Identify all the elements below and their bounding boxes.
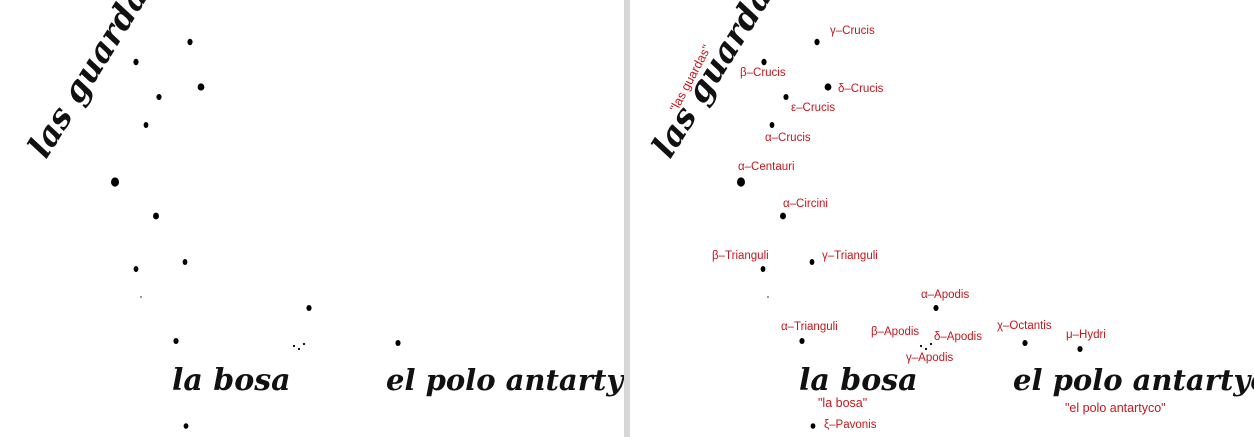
label-gamma-trianguli: γ–Trianguli <box>822 250 878 262</box>
star <box>133 266 139 272</box>
right-annotated-panel: las guardas la bosa el polo antartyco γ–… <box>630 0 1254 437</box>
left-star-map: las guardas la bosa el polo antartyco <box>20 0 624 429</box>
star <box>297 347 301 351</box>
script-el-polo-antartyco: el polo antartyco <box>1013 363 1254 397</box>
star <box>1077 346 1083 352</box>
star <box>929 342 933 346</box>
star <box>153 212 159 220</box>
star <box>187 38 193 46</box>
label-mu-hydri: μ–Hydri <box>1066 329 1106 341</box>
script-las-guardas: las guardas <box>20 0 166 164</box>
label-alpha-circini: α–Circini <box>783 198 828 210</box>
star <box>156 94 162 100</box>
panel-divider <box>624 0 630 437</box>
left-stars <box>111 38 401 429</box>
star <box>824 83 832 91</box>
star <box>183 423 189 429</box>
label-delta-crucis: δ–Crucis <box>838 83 884 95</box>
script-la-bosa: la bosa <box>799 363 918 398</box>
star <box>760 266 766 272</box>
label-gamma-apodis: γ–Apodis <box>906 352 954 364</box>
star <box>769 122 775 128</box>
label-alpha-apodis: α–Apodis <box>921 289 970 301</box>
star <box>302 342 306 346</box>
label-beta-crucis: β–Crucis <box>740 67 786 79</box>
label-xi-pavonis: ξ–Pavonis <box>824 419 877 431</box>
star <box>173 338 179 344</box>
label-alpha-centauri: α–Centauri <box>738 161 795 173</box>
label-beta-trianguli: β–Trianguli <box>712 250 769 262</box>
star <box>395 340 401 346</box>
star <box>809 259 815 265</box>
label-chi-octantis: χ–Octantis <box>997 320 1052 332</box>
star <box>140 296 142 298</box>
star <box>306 305 312 311</box>
label-delta-apodis: δ–Apodis <box>934 331 982 343</box>
right-star-map: las guardas la bosa el polo antartyco <box>644 0 1254 429</box>
label-epsilon-crucis: ε–Crucis <box>791 102 836 114</box>
star <box>767 296 769 298</box>
caption-el-polo-antartyco: "el polo antartyco" <box>1065 401 1166 415</box>
star <box>810 423 816 429</box>
star <box>783 94 789 100</box>
star <box>919 344 923 348</box>
star <box>761 58 767 66</box>
left-manuscript-panel: las guardas la bosa el polo antartyco <box>0 0 624 437</box>
star <box>933 305 939 311</box>
label-beta-apodis: β–Apodis <box>871 326 920 338</box>
caption-la-bosa: "la bosa" <box>818 396 868 410</box>
star <box>1022 340 1028 346</box>
star <box>292 344 296 348</box>
label-gamma-crucis: γ–Crucis <box>830 25 875 37</box>
label-alpha-crucis: α–Crucis <box>765 132 811 144</box>
star <box>133 58 139 66</box>
star <box>143 122 149 128</box>
star <box>799 338 805 344</box>
star <box>924 347 928 351</box>
star <box>182 259 188 265</box>
label-alpha-trianguli: α–Trianguli <box>781 321 838 333</box>
star <box>814 38 820 46</box>
star <box>197 83 205 91</box>
script-el-polo-antartyco: el polo antartyco <box>386 363 624 397</box>
star <box>111 177 119 187</box>
star <box>780 212 786 220</box>
script-la-bosa: la bosa <box>172 363 291 398</box>
right-stars <box>737 38 1083 429</box>
star <box>737 177 745 187</box>
